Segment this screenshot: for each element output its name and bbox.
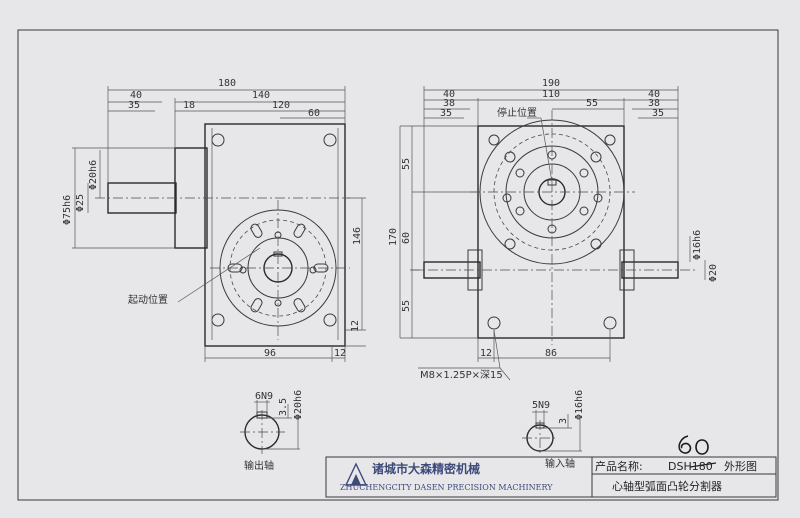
- left-pin-hole: [309, 266, 317, 274]
- right-housing: [477, 125, 625, 339]
- dim-r55-top: 55: [401, 158, 412, 170]
- dim-phi16: Φ16h6: [692, 230, 703, 260]
- dim-86: 86: [545, 348, 557, 359]
- handwritten-mark: [695, 439, 709, 455]
- dim-40: 40: [130, 90, 142, 101]
- dim-35: 35: [128, 100, 140, 111]
- dim-12-right: 12: [350, 320, 361, 332]
- dim-r35b: 35: [652, 108, 664, 119]
- company-logo: [344, 462, 368, 486]
- dim-phi25: Φ25: [75, 194, 86, 212]
- left-bolt: [211, 313, 225, 327]
- dim-r38b: 38: [648, 98, 660, 109]
- dim-18: 18: [183, 100, 195, 111]
- input-shaft-detail: 5N9 3 Φ16h6 输入轴: [522, 390, 585, 470]
- right-bolt: [603, 316, 617, 330]
- input-key-depth: 3: [558, 418, 569, 424]
- right-disc-holes: [502, 150, 603, 250]
- dim-r60: 60: [401, 232, 412, 244]
- product-kind: 外形图: [724, 460, 757, 473]
- left-bolt: [323, 133, 337, 147]
- company-name-cn: 诸城市大森精密机械: [372, 461, 480, 476]
- left-bolt: [323, 313, 337, 327]
- dim-180: 180: [218, 78, 236, 89]
- right-view: 190 40 38 35 110 55 40 38 35 停止位置 170 55: [388, 78, 719, 381]
- product-name: 心轴型弧面凸轮分割器: [612, 479, 722, 493]
- left-bolt: [211, 133, 225, 147]
- input-key-width: 5N9: [532, 400, 550, 411]
- dim-190: 190: [542, 78, 560, 89]
- dim-146: 146: [352, 227, 363, 245]
- right-bolt: [604, 134, 616, 146]
- output-shaft-detail: 6N9 3.5 Φ20h6 输出轴: [240, 390, 304, 472]
- thread-note: M8×1.25P×深15: [420, 369, 503, 381]
- dim-r40b: 40: [648, 89, 660, 100]
- dim-r38: 38: [443, 98, 455, 109]
- title-block: 诸城市大森精密机械 ZHUCHENGCITY DASEN PRECISION M…: [325, 435, 777, 498]
- product-label: 产品名称:: [595, 459, 643, 473]
- dim-r55-bottom: 55: [401, 300, 412, 312]
- title-block-frame: [325, 456, 777, 498]
- output-key-width: 6N9: [255, 391, 273, 402]
- dim-120: 120: [272, 100, 290, 111]
- left-pin-hole: [239, 266, 247, 274]
- dim-r35: 35: [440, 108, 452, 119]
- handwritten-mark: [678, 435, 692, 454]
- left-pin-hole: [274, 299, 282, 307]
- dim-55: 55: [586, 98, 598, 109]
- dim-phi75: Φ75h6: [62, 195, 73, 225]
- left-housing: [204, 123, 346, 347]
- dim-110: 110: [542, 89, 560, 100]
- left-disc-slots: [227, 223, 329, 313]
- right-bolt: [487, 316, 501, 330]
- input-shaft-diameter: Φ16h6: [574, 390, 585, 420]
- dim-140: 140: [252, 90, 270, 101]
- stop-position-label: 停止位置: [497, 106, 537, 119]
- dim-96: 96: [264, 348, 276, 359]
- input-shaft-label: 输入轴: [545, 457, 575, 470]
- output-shaft-label: 输出轴: [244, 459, 274, 472]
- output-key-depth: 3.5: [278, 398, 289, 416]
- dim-12-bottom: 12: [334, 348, 346, 359]
- output-shaft-diameter: Φ20h6: [293, 390, 304, 420]
- dim-phi20-right: Φ20: [708, 264, 719, 282]
- model-strikethrough: [689, 462, 717, 468]
- dim-170: 170: [388, 228, 399, 246]
- dim-r12: 12: [480, 348, 492, 359]
- left-pin-hole: [274, 231, 282, 239]
- dim-60: 60: [308, 108, 320, 119]
- sheet-border: [17, 29, 779, 501]
- right-bolt: [488, 134, 500, 146]
- dim-phi20: Φ20h6: [88, 160, 99, 190]
- company-name-en: ZHUCHENGCITY DASEN PRECISION MACHINERY: [340, 483, 553, 492]
- left-view: 180 40 35 18 140 120 60 Φ75h6 Φ25 Φ20h6 …: [62, 78, 366, 362]
- dim-r40: 40: [443, 89, 455, 100]
- start-position-label: 起动位置: [128, 293, 168, 306]
